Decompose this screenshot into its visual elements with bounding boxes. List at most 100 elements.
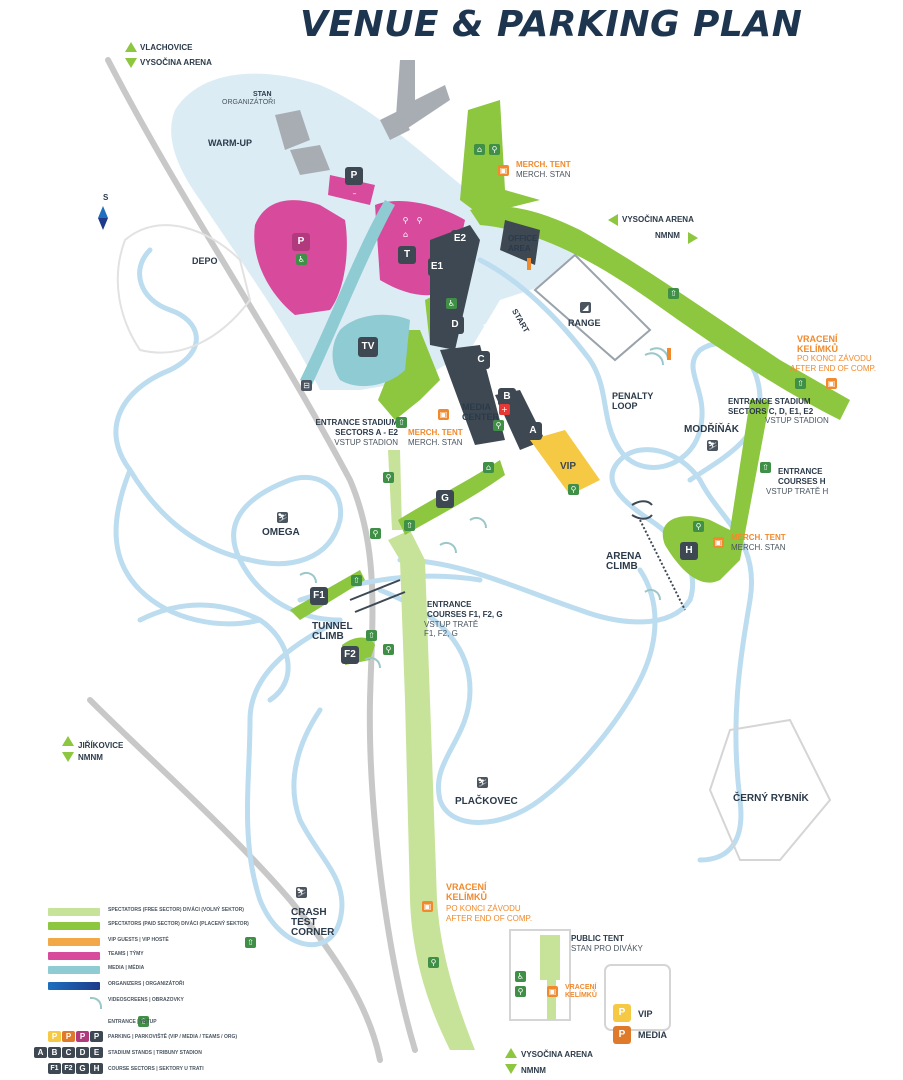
toilet-icon: ⚲ xyxy=(383,644,394,655)
toilet-icon: ⚲ xyxy=(370,528,381,539)
legend-text: SPECTATORS (FREE SECTOR) DIVÁCI (VOLNÝ S… xyxy=(108,907,244,913)
legend-tag: E xyxy=(90,1047,103,1058)
vraceni-kelimku-2: VRACENÍ KELÍMKŮ xyxy=(446,882,487,902)
dir-nmnm-right: NMNM xyxy=(655,231,680,240)
warm-up-label: WARM-UP xyxy=(208,138,252,148)
entrance-c-e2-label: ENTRANCE STADIUM SECTORS C, D, E1, E2 xyxy=(728,397,814,416)
public-tent-area xyxy=(509,929,571,1021)
wheelchair-icon: ♿ xyxy=(296,254,307,265)
merch-icon: ▣ xyxy=(498,165,509,176)
merch-stan-1: MERCH. STAN xyxy=(516,170,571,179)
legend-tag: C xyxy=(62,1047,75,1058)
buildings xyxy=(275,60,450,175)
po-konci-1: PO KONCI ZÁVODU xyxy=(797,354,872,363)
po-konci-2: PO KONCI ZÁVODU xyxy=(446,904,521,913)
legend-tag: P xyxy=(90,1031,103,1042)
dir-vysocina-right: VYSOČINA ARENA xyxy=(622,215,694,224)
parking-media-label: MEDIA xyxy=(638,1030,667,1040)
ski-icon: ⛷ xyxy=(477,777,488,788)
after-end-1: AFTER END OF COMP. xyxy=(790,364,877,373)
entrance-icon: ⇧ xyxy=(760,462,771,473)
parking-legend-box xyxy=(604,964,671,1031)
sector-tag-f2: F2 xyxy=(341,646,359,664)
public-tent-green xyxy=(540,935,560,980)
direction-triangles xyxy=(62,42,698,1074)
cerny-rybnik-area xyxy=(708,718,832,861)
legend-text: TEAMS | TÝMY xyxy=(108,951,144,957)
entrance-icon: ⇧ xyxy=(396,417,407,428)
legend-swatch xyxy=(48,982,100,990)
sector-tag-t: T xyxy=(398,246,416,264)
ski-icon: ⛷ xyxy=(277,512,288,523)
legend-text: VIDEOSCREENS | OBRAZOVKY xyxy=(108,997,184,1003)
vstup-trate-f: VSTUP TRATĚ F1, F2, G xyxy=(424,620,479,638)
food-icon: ⌂ xyxy=(400,229,411,240)
sector-tag-b: B xyxy=(498,388,516,406)
toilet-icon: ⚲ xyxy=(414,215,425,226)
parking-media-marker: P xyxy=(613,1026,631,1044)
main-road xyxy=(105,57,418,1053)
ski-icon: ⛷ xyxy=(707,440,718,451)
vstup-stadion-2: VSTUP STADION xyxy=(765,416,829,425)
lower-road xyxy=(87,697,383,1063)
entrance-a-e2-label: ENTRANCE STADIUM SECTORS A - E2 xyxy=(315,418,398,437)
entrance-f-label: ENTRANCE COURSES F1, F2, G xyxy=(427,600,503,619)
north-label: S xyxy=(103,193,109,202)
legend-tag: P xyxy=(48,1031,61,1042)
videoscreen-icon xyxy=(90,997,102,1009)
vraceni-kelimku-1: VRACENÍ KELÍMKŮ xyxy=(797,334,838,354)
depo-area xyxy=(116,224,252,354)
merch-tent-3: MERCH. TENT xyxy=(731,533,786,542)
legend-swatch xyxy=(48,938,100,946)
legend-text: COURSE SECTORS | SEKTORY U TRATI xyxy=(108,1066,204,1072)
office-area-label: OFFICE AREA xyxy=(508,234,538,253)
legend-tag: A xyxy=(34,1047,47,1058)
organizatori-label: ORGANIZÁTOŘI xyxy=(222,99,276,106)
wheelchair-icon: ♿ xyxy=(446,298,457,309)
legend-text: MEDIA | MÉDIA xyxy=(108,965,145,971)
entrance-icon: ⇧ xyxy=(245,937,256,948)
cup-return-icon: ▣ xyxy=(826,378,837,389)
toilet-icon: ⚲ xyxy=(568,484,579,495)
legend-swatch xyxy=(48,966,100,974)
toilet-icon: ⚲ xyxy=(493,420,504,431)
food-icon: ⌂ xyxy=(474,144,485,155)
omega-label: OMEGA xyxy=(262,527,300,538)
legend-tag: P xyxy=(62,1031,75,1042)
legend-swatch xyxy=(48,908,100,916)
depo-label: DEPO xyxy=(192,256,218,266)
sector-tag-c: C xyxy=(472,351,490,369)
merch-stan-2: MERCH. STAN xyxy=(408,438,463,447)
stadium-stands xyxy=(430,220,545,450)
dir-jirikovice: JIŘÍKOVICE xyxy=(78,741,124,750)
spectators-free-path-2 xyxy=(388,450,402,530)
spectators-free-path xyxy=(388,530,475,1050)
dir-vysocina-bottom: VYSOČINA ARENA xyxy=(521,1050,593,1059)
vstup-stadion-1: VSTUP STADION xyxy=(334,438,398,447)
legend-text: ORGANIZERS | ORGANIZÁTOŘI xyxy=(108,981,185,987)
legend-text: PARKING | PARKOVIŠTĚ (VIP / MEDIA / TEAM… xyxy=(108,1034,238,1040)
merch-icon: ▣ xyxy=(438,409,449,420)
sector-tag-f1: F1 xyxy=(310,587,328,605)
legend-text: STADIUM STANDS | TRIBUNY STADION xyxy=(108,1050,202,1056)
range-area xyxy=(533,253,652,362)
toilet-icon: ⚲ xyxy=(515,986,526,997)
wheelchair-icon: ♿ xyxy=(515,971,526,982)
legend-text: SPECTATORS (PAID SECTOR) DIVÁCI (PLACENÝ… xyxy=(108,921,249,927)
toilet-icon: ⚲ xyxy=(489,144,500,155)
entrance-h-label: ENTRANCE COURSES H xyxy=(778,467,826,486)
entrance-icon: ⇧ xyxy=(351,575,362,586)
merch-tent-1: MERCH. TENT xyxy=(516,160,571,169)
legend-tag: H xyxy=(90,1063,103,1074)
public-tent-label: PUBLIC TENT xyxy=(571,934,624,943)
sector-tag-e1: E1 xyxy=(428,258,446,276)
parking-vip-label: VIP xyxy=(638,1009,653,1019)
dir-nmnm-bottom: NMNM xyxy=(521,1066,546,1075)
stan-label: STAN xyxy=(253,91,272,98)
legend-tag: P xyxy=(76,1031,89,1042)
entrance-icon: ⇧ xyxy=(138,1016,149,1027)
legend-text: VIP GUESTS | VIP HOSTÉ xyxy=(108,937,169,943)
arena-climb-label: ARENA CLIMB xyxy=(606,551,642,572)
cerny-rybnik-label: ČERNÝ RYBNÍK xyxy=(733,793,809,804)
